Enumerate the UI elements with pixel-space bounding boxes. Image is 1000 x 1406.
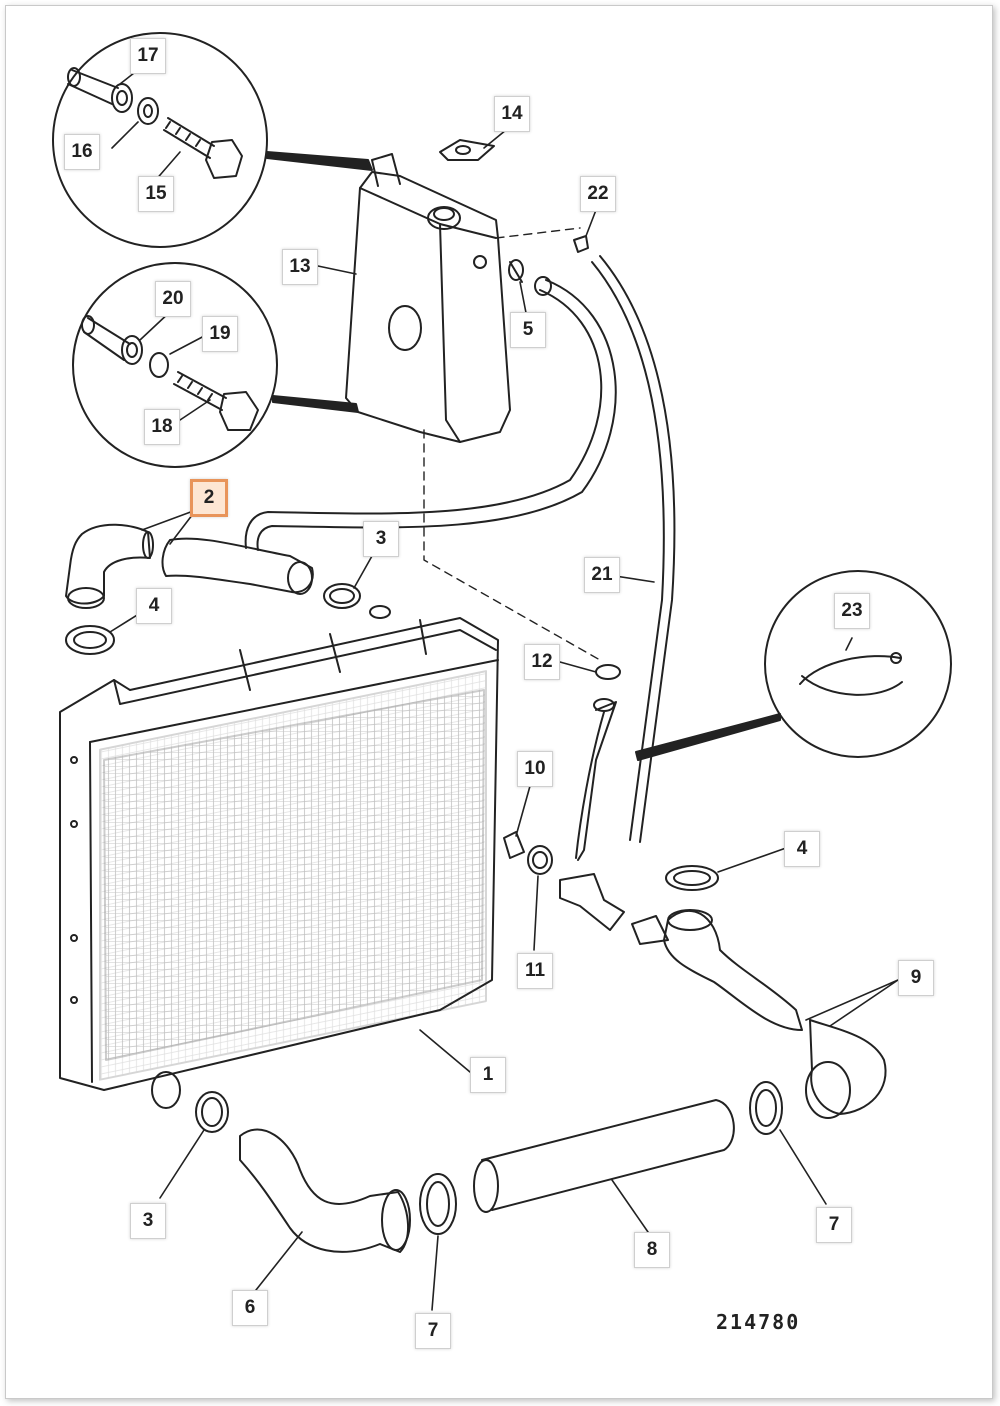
callout-23[interactable]: 23 [834, 593, 870, 629]
tank-hose [244, 276, 617, 551]
callout-21[interactable]: 21 [584, 557, 620, 593]
callout-15[interactable]: 15 [138, 176, 174, 212]
detail-circle-bolt-middle [72, 262, 359, 468]
callout-22[interactable]: 22 [580, 176, 616, 212]
detail-circle-bolt-top [52, 32, 373, 248]
pressure-cap [439, 139, 495, 161]
callout-7-lower[interactable]: 7 [415, 1313, 451, 1349]
radiator [59, 605, 499, 1109]
hose-clip-upper [65, 583, 361, 655]
elbow-hose [65, 523, 154, 609]
callout-18[interactable]: 18 [144, 409, 180, 445]
callout-17[interactable]: 17 [130, 38, 166, 74]
callout-3-upper[interactable]: 3 [363, 521, 399, 557]
small-clip [573, 235, 589, 253]
connecting-pipe [473, 1099, 735, 1213]
callout-9[interactable]: 9 [898, 960, 934, 996]
callout-7-right[interactable]: 7 [816, 1207, 852, 1243]
callout-19[interactable]: 19 [202, 316, 238, 352]
callout-4-left[interactable]: 4 [136, 588, 172, 624]
bottom-hose-left [195, 1091, 411, 1253]
callout-16[interactable]: 16 [64, 134, 100, 170]
bypass-hose [559, 664, 625, 931]
expansion-tank [345, 153, 601, 661]
hose-clip-right [665, 865, 719, 891]
callout-11[interactable]: 11 [517, 953, 553, 989]
callout-20[interactable]: 20 [155, 281, 191, 317]
callout-13[interactable]: 13 [282, 249, 318, 285]
hose-connector [503, 831, 553, 875]
callout-12[interactable]: 12 [524, 644, 560, 680]
callout-5[interactable]: 5 [510, 312, 546, 348]
callout-10[interactable]: 10 [517, 751, 553, 787]
callout-2-highlighted[interactable]: 2 [190, 479, 228, 517]
hose-clip-lower [419, 1081, 783, 1235]
bleed-pipe [591, 255, 676, 843]
callout-8[interactable]: 8 [634, 1232, 670, 1268]
top-hose [161, 537, 314, 595]
callout-14[interactable]: 14 [494, 96, 530, 132]
callout-6[interactable]: 6 [232, 1290, 268, 1326]
tank-clip [508, 259, 524, 283]
callout-3-lower[interactable]: 3 [130, 1203, 166, 1239]
catalog-number: 214780 [716, 1310, 801, 1334]
callout-1[interactable]: 1 [470, 1057, 506, 1093]
bottom-hose-right [631, 909, 887, 1119]
callout-4-right[interactable]: 4 [784, 831, 820, 867]
detail-circle-clip [635, 570, 952, 761]
